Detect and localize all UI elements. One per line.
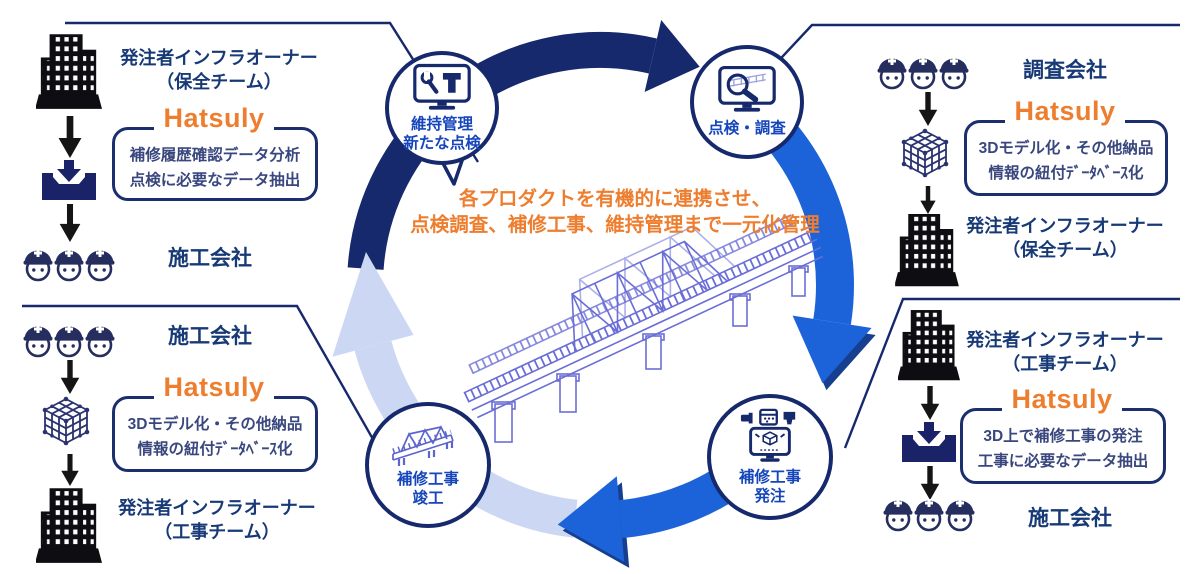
arrowhead-bottom-blue	[557, 476, 625, 562]
workers-icon	[22, 323, 116, 358]
down-arrow-icon	[59, 204, 81, 242]
connector-bottom-right	[843, 297, 1180, 449]
workers-icon	[882, 497, 976, 532]
workers-icon	[876, 55, 970, 90]
entity-line: 発注者インフラオーナー	[118, 498, 316, 518]
workers-icon	[22, 247, 116, 282]
node-repair-order: 補修工事 発注	[707, 394, 833, 520]
node-repair-order-label-line1: 補修工事	[738, 468, 801, 486]
box-line: 3Dモデル化・その他納品	[978, 140, 1154, 157]
panel-bottom-right-entity-bottom: 施工会社	[1028, 507, 1112, 530]
entity-line: 発注者インフラオーナー	[966, 216, 1164, 236]
box-line: 工事に必要なデータ抽出	[977, 453, 1149, 471]
panel-bottom-left-entity-top: 施工会社	[168, 325, 252, 348]
entity-line: （保全チーム）	[156, 72, 282, 93]
box-line: 補修履歴確認データ分析	[129, 147, 301, 164]
hatsuly-brand-text: Hatsuly	[154, 103, 274, 133]
box-line: 情報の紐付ﾃﾞｰﾀﾍﾞｰｽ化	[988, 165, 1144, 183]
down-arrow-icon	[60, 360, 80, 394]
entity-line: （保全チーム）	[1002, 240, 1128, 261]
arrowhead-right-blue	[792, 315, 872, 384]
bridge-illustration	[463, 214, 824, 419]
box-line: 3D上で補修工事の発注	[983, 428, 1143, 445]
box-line: 情報の紐付ﾃﾞｰﾀﾍﾞｰｽ化	[137, 441, 293, 459]
node-inspection: 点検・調査	[690, 45, 804, 159]
hatsuly-brand: Hatsuly	[955, 384, 1169, 415]
node-repair-order-label-line2: 発注	[754, 487, 786, 505]
bridge-mini-icon	[392, 424, 454, 466]
box-line: 点検に必要なデータ抽出	[129, 172, 301, 190]
hatsuly-brand: Hatsuly	[958, 96, 1172, 127]
cube-icon	[41, 396, 91, 447]
node-maintenance-label: 維持管理 新たな点検	[403, 116, 481, 154]
box-line: 3Dモデル化・その他納品	[127, 416, 303, 433]
panel-top-right-box: 3Dモデル化・その他納品 情報の紐付ﾃﾞｰﾀﾍﾞｰｽ化	[964, 120, 1168, 196]
building-icon	[895, 214, 959, 287]
hatsuly-brand: Hatsuly	[105, 372, 323, 403]
node-repair-completion-label: 補修工事 竣工	[397, 471, 459, 509]
monitor-order-icon	[740, 408, 796, 462]
down-arrow-icon	[58, 116, 82, 158]
monitor-magnifier-icon	[718, 66, 776, 112]
node-repair-order-label: 補修工事 発注	[739, 469, 801, 507]
cube-icon	[900, 128, 950, 179]
arrowhead-left-pale	[332, 252, 414, 357]
panel-bottom-left-box: 3Dモデル化・その他納品 情報の紐付ﾃﾞｰﾀﾍﾞｰｽ化	[112, 396, 318, 472]
connector-bottom-left	[22, 304, 384, 456]
center-tagline-line2: 点検調査、補修工事、維持管理まで一元化管理	[410, 214, 820, 237]
entity-line: （工事チーム）	[1002, 354, 1128, 375]
down-arrow-icon	[918, 92, 938, 126]
monitor-wrench-icon	[413, 63, 471, 110]
panel-top-right-entity-bottom: 発注者インフラオーナー （保全チーム）	[955, 214, 1175, 263]
node-maintenance-label-line2: 新たな点検	[403, 134, 481, 152]
down-arrow-icon	[920, 386, 940, 420]
node-maintenance: 維持管理 新たな点検	[385, 51, 499, 165]
panel-bottom-left-entity-bottom: 発注者インフラオーナー （工事チーム）	[105, 496, 329, 545]
building-icon	[36, 488, 102, 563]
hatsuly-brand: Hatsuly	[105, 103, 323, 134]
entity-line: （工事チーム）	[154, 522, 280, 543]
center-tagline: 各プロダクトを有機的に連携させ、 点検調査、補修工事、維持管理まで一元化管理	[385, 186, 845, 238]
center-tagline-line1: 各プロダクトを有機的に連携させ、	[458, 188, 771, 210]
panel-top-left-box: 補修履歴確認データ分析 点検に必要なデータ抽出	[112, 127, 318, 201]
arrowhead-top-navy	[644, 20, 700, 92]
panel-top-left-entity-bottom: 施工会社	[168, 247, 252, 270]
inbox-icon	[42, 160, 96, 200]
panel-top-right-entity-top: 調査会社	[1023, 59, 1107, 82]
down-arrow-icon	[920, 186, 936, 214]
node-inspection-label: 点検・調査	[708, 120, 786, 139]
entity-line: 発注者インフラオーナー	[966, 330, 1164, 350]
down-arrow-icon	[61, 454, 79, 486]
panel-bottom-right-box: 3D上で補修工事の発注 工事に必要なデータ抽出	[960, 408, 1166, 484]
node-repair-completion: 補修工事 竣工	[365, 402, 491, 528]
node-maintenance-label-line1: 維持管理	[410, 115, 473, 133]
panel-bottom-right-entity-top: 発注者インフラオーナー （工事チーム）	[955, 328, 1175, 377]
building-icon	[898, 310, 960, 381]
panel-top-left-entity-top: 発注者インフラオーナー （保全チーム）	[105, 46, 333, 95]
node-repair-completion-label-line1: 補修工事	[396, 470, 459, 488]
hatsuly-brand-text: Hatsuly	[1002, 384, 1122, 414]
hatsuly-brand-text: Hatsuly	[154, 372, 274, 402]
inbox-icon	[902, 422, 956, 462]
node-repair-completion-label-line2: 竣工	[412, 489, 444, 507]
node-inspection-label-line1: 点検・調査	[708, 120, 786, 138]
hatsuly-brand-text: Hatsuly	[1005, 96, 1125, 126]
building-icon	[36, 34, 102, 109]
entity-line: 発注者インフラオーナー	[120, 48, 318, 68]
